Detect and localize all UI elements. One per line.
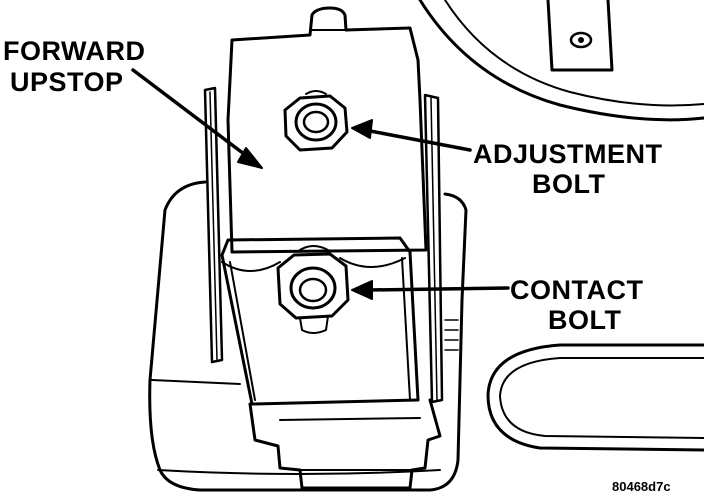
lower-bracket-inner-left — [229, 261, 256, 401]
adjustment-bolt — [283, 90, 349, 152]
bottom-block — [248, 398, 442, 490]
bracket-hole — [569, 31, 593, 49]
leader-forward-upstop — [131, 68, 263, 169]
frame-body-inner-edge — [151, 379, 241, 385]
lower-bracket-inner-right — [401, 257, 411, 401]
lower-right-bumper-inner — [499, 357, 704, 439]
lower-bracket — [220, 236, 420, 406]
right-flange — [423, 93, 444, 404]
lower-bracket-lip — [221, 257, 406, 272]
upstop-plate — [226, 6, 428, 254]
forward-upstop-label-line2: UPSTOP — [10, 67, 124, 97]
bracket-top-right — [546, 0, 614, 72]
contact-bolt-label-line1: CONTACT — [510, 275, 644, 305]
lower-right-bumper — [486, 343, 704, 452]
contact-bolt — [276, 245, 350, 334]
adjustment-bolt-label-line1: ADJUSTMENT — [473, 139, 663, 169]
left-flange — [203, 86, 224, 364]
forward-upstop-label-line1: FORWARD — [3, 36, 146, 66]
leader-contact-bolt — [351, 280, 510, 300]
frame-body — [148, 180, 468, 492]
body-panel-curve-inner — [444, 0, 704, 107]
body-panel-curve — [418, 0, 704, 122]
adjustment-bolt-label-line2: BOLT — [532, 169, 606, 199]
contact-bolt-label-line2: BOLT — [548, 305, 622, 335]
leader-adjustment-bolt — [351, 119, 472, 152]
figure-id-label: 80468d7c — [612, 479, 671, 494]
